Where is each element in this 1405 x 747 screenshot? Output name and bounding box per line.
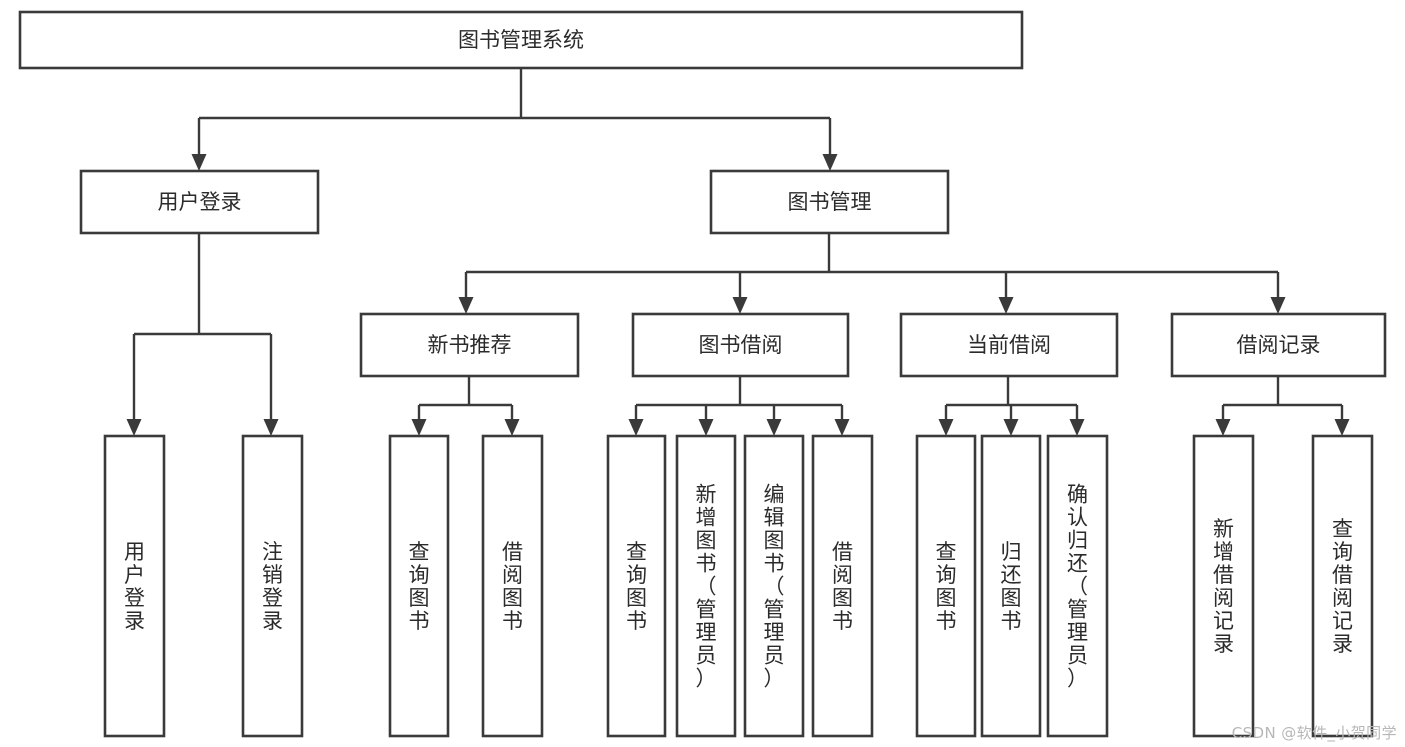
connector-layer xyxy=(126,68,1350,436)
node-leaf-borrow-book-2[interactable]: 借阅图书 xyxy=(811,434,874,738)
node-box[interactable] xyxy=(241,434,304,738)
connector-conn-ul-bus xyxy=(126,233,279,436)
connector-conn-cb-bus xyxy=(938,377,1085,436)
arrow-head xyxy=(411,419,427,436)
node-label: 查询借阅记录 xyxy=(1332,517,1353,656)
node-borrow-record[interactable]: 借阅记录 xyxy=(1170,312,1387,378)
connector-conn-root-bus xyxy=(191,68,838,171)
arrow-head xyxy=(1270,297,1286,314)
node-box[interactable] xyxy=(103,434,166,738)
node-label: 图书借阅 xyxy=(699,333,783,357)
node-leaf-query-book-3[interactable]: 查询图书 xyxy=(915,434,977,738)
node-current-borrow[interactable]: 当前借阅 xyxy=(899,312,1119,378)
node-box[interactable] xyxy=(675,434,737,738)
node-label: 图书管理 xyxy=(788,190,872,214)
arrow-head xyxy=(834,419,850,436)
arrow-head xyxy=(191,154,207,171)
arrow-head xyxy=(766,419,782,436)
node-leaf-query-book-2[interactable]: 查询图书 xyxy=(606,434,667,738)
node-new-book-recommend[interactable]: 新书推荐 xyxy=(359,312,580,378)
node-layer: 图书管理系统用户登录图书管理新书推荐图书借阅当前借阅借阅记录用户登录注销登录查询… xyxy=(18,10,1387,738)
arrow-head xyxy=(458,297,474,314)
connector-conn-bm-bus xyxy=(458,233,1286,314)
node-label: 注销登录 xyxy=(262,540,283,633)
node-box[interactable] xyxy=(709,169,950,235)
node-user-login[interactable]: 用户登录 xyxy=(79,169,320,235)
node-leaf-confirm-return[interactable]: 确认归还（管理员） xyxy=(1046,434,1109,738)
node-box[interactable] xyxy=(743,434,805,738)
node-box[interactable] xyxy=(811,434,874,738)
node-label: 新增图书（管理员） xyxy=(696,483,717,691)
node-leaf-borrow-book-1[interactable]: 借阅图书 xyxy=(481,434,544,738)
node-leaf-user-login[interactable]: 用户登录 xyxy=(103,434,166,738)
node-label: 编辑图书（管理员） xyxy=(764,483,785,691)
node-box[interactable] xyxy=(79,169,320,235)
arrow-head xyxy=(1334,419,1350,436)
node-leaf-add-book-admin[interactable]: 新增图书（管理员） xyxy=(675,434,737,738)
node-book-manage[interactable]: 图书管理 xyxy=(709,169,950,235)
node-label: 图书管理系统 xyxy=(458,28,584,52)
node-label: 确认归还（管理员） xyxy=(1067,483,1088,691)
node-box[interactable] xyxy=(606,434,667,738)
node-label: 查询图书 xyxy=(936,540,957,633)
node-box[interactable] xyxy=(899,312,1119,378)
connector-conn-br-bus xyxy=(1215,377,1350,436)
arrow-head xyxy=(628,419,644,436)
node-leaf-add-record[interactable]: 新增借阅记录 xyxy=(1192,434,1255,738)
node-book-borrow[interactable]: 图书借阅 xyxy=(631,312,850,378)
connector-conn-bb-bus xyxy=(628,377,850,436)
node-box[interactable] xyxy=(388,434,450,738)
node-label: 新书推荐 xyxy=(428,333,512,357)
arrow-head xyxy=(698,419,714,436)
arrow-head xyxy=(822,154,838,171)
node-box[interactable] xyxy=(1170,312,1387,378)
arrow-head xyxy=(126,419,142,436)
arrow-head xyxy=(263,419,279,436)
node-box[interactable] xyxy=(980,434,1042,738)
node-label: 新增借阅记录 xyxy=(1213,517,1234,656)
node-label: 查询图书 xyxy=(409,540,430,633)
node-box[interactable] xyxy=(359,312,580,378)
node-box[interactable] xyxy=(1311,434,1374,738)
node-box[interactable] xyxy=(631,312,850,378)
connector-conn-nbr-bus xyxy=(411,377,520,436)
arrow-head xyxy=(504,419,520,436)
node-leaf-user-logout[interactable]: 注销登录 xyxy=(241,434,304,738)
arrow-head xyxy=(1069,419,1085,436)
node-label: 借阅图书 xyxy=(502,540,523,633)
arrow-head xyxy=(732,297,748,314)
arrow-head xyxy=(938,419,954,436)
node-leaf-edit-book-admin[interactable]: 编辑图书（管理员） xyxy=(743,434,805,738)
arrow-head xyxy=(1003,419,1019,436)
node-box[interactable] xyxy=(18,10,1024,70)
node-box[interactable] xyxy=(915,434,977,738)
node-label: 用户登录 xyxy=(158,190,242,214)
node-leaf-query-record[interactable]: 查询借阅记录 xyxy=(1311,434,1374,738)
node-box[interactable] xyxy=(1046,434,1109,738)
node-leaf-return-book[interactable]: 归还图书 xyxy=(980,434,1042,738)
node-label: 借阅图书 xyxy=(832,540,853,633)
node-leaf-query-book-1[interactable]: 查询图书 xyxy=(388,434,450,738)
node-label: 当前借阅 xyxy=(967,333,1051,357)
node-label: 借阅记录 xyxy=(1237,333,1321,357)
arrow-head xyxy=(1215,419,1231,436)
node-label: 归还图书 xyxy=(1001,540,1022,633)
node-label: 查询图书 xyxy=(626,540,647,633)
node-label: 用户登录 xyxy=(124,540,145,633)
node-box[interactable] xyxy=(1192,434,1255,738)
arrow-head xyxy=(998,297,1014,314)
node-box[interactable] xyxy=(481,434,544,738)
node-root[interactable]: 图书管理系统 xyxy=(18,10,1024,70)
